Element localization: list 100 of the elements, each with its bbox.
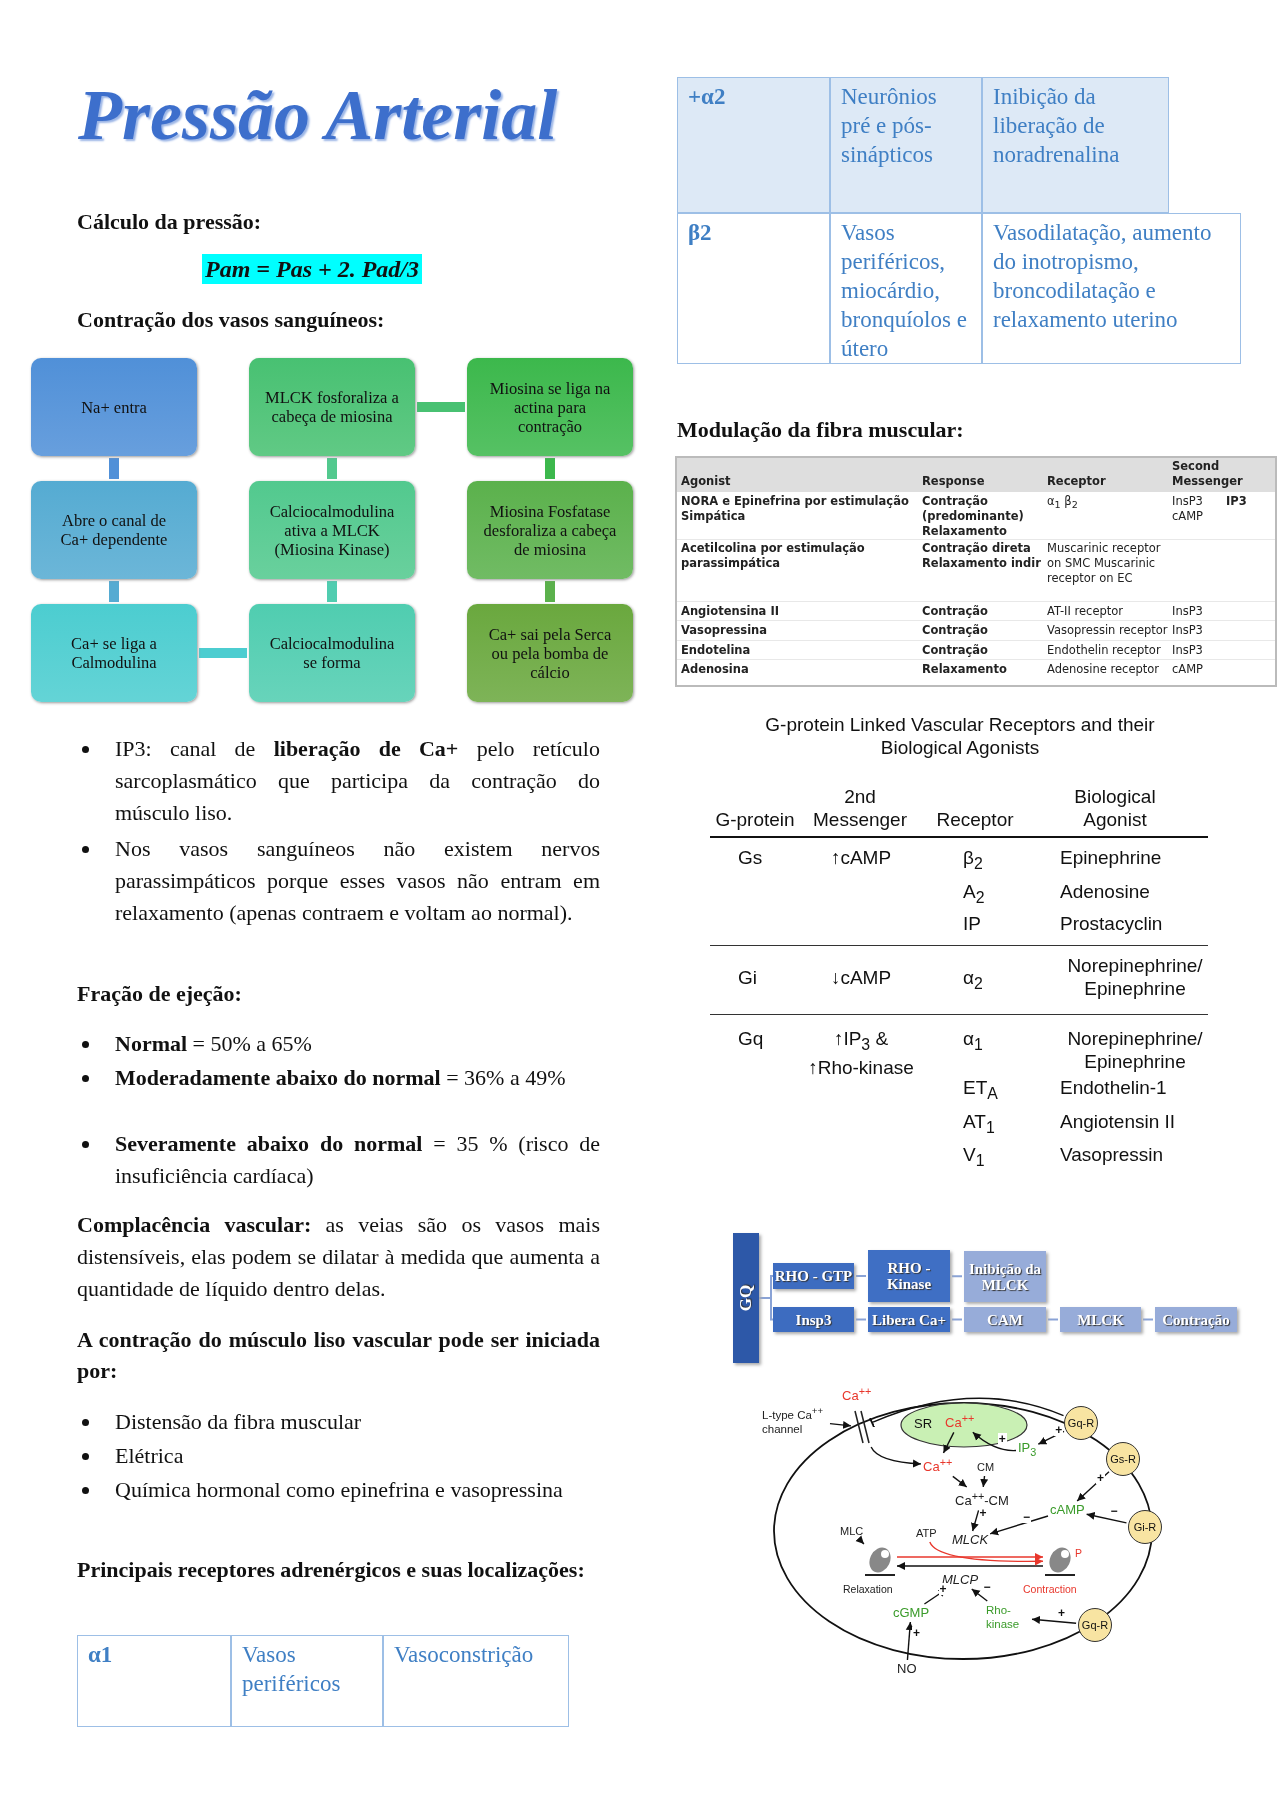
process-box: GQ xyxy=(733,1233,759,1363)
edge-label: + xyxy=(978,1506,988,1519)
table-cell-text: Relaxamento xyxy=(922,662,1008,677)
connector-line xyxy=(1142,1318,1154,1321)
pathway-label: cGMP xyxy=(893,1606,930,1620)
pathway-label: CM xyxy=(977,1460,995,1474)
table-cell-text: Contração xyxy=(922,643,989,658)
bullet-text: Moderadamente abaixo do normal = 36% a 49% xyxy=(115,1064,567,1092)
table-cell-text: NORA e Epinefrina por estimulação Simpática xyxy=(681,494,910,524)
pathway-label: NO xyxy=(897,1662,917,1676)
page-title: Pressão Arterial xyxy=(78,74,559,157)
bullet-text: Normal = 50% a 65% xyxy=(115,1030,313,1058)
arrow xyxy=(905,1621,914,1661)
table-cell-text: α$_{1}$ xyxy=(963,1027,984,1055)
table-cell-text: Endothelin receptor xyxy=(1047,643,1162,658)
arrow xyxy=(952,1475,968,1488)
connector-bar xyxy=(327,458,337,479)
pathway-label: MLC xyxy=(840,1524,864,1538)
section-heading: A contração do músculo liso vascular pode ser iniciada por: xyxy=(77,1326,600,1385)
table-header: Second Messenger xyxy=(1172,459,1244,489)
bullet-text: Elétrica xyxy=(115,1442,185,1470)
table-header: Biological Agonist xyxy=(1073,785,1157,831)
arrow xyxy=(1085,1512,1128,1524)
section-heading: Contração dos vasos sanguíneos: xyxy=(77,306,386,334)
table-cell-text: cAMP xyxy=(1172,662,1205,677)
table-cell-text: Norepinephrine/ Epinephrine xyxy=(1066,954,1204,1000)
connector-bar xyxy=(327,581,337,602)
table-cell: ↑IP$_{3}$ & ↑Rho-kinase xyxy=(808,1027,914,1079)
edge-label: + xyxy=(911,1627,921,1639)
connector-bar xyxy=(199,648,247,658)
table-cell-text: InsP3 xyxy=(1172,623,1204,638)
bullet-text: Nos vasos sanguíneos não existem nervos parassimpáticos porque esses vasos não entram em relaxamento (apenas contraem e voltam ao normal). xyxy=(115,835,600,927)
connector-bar xyxy=(109,458,119,479)
pathway-label: L-type Ca$^{++}$ channel xyxy=(762,1404,828,1436)
table-cell: Vasopressin receptor xyxy=(1047,623,1169,638)
arrow xyxy=(896,1553,1044,1561)
table-cell-text: Acetilcolina por estimulação parassimpática xyxy=(681,541,866,571)
process-box: RHO - GTP xyxy=(773,1263,854,1289)
pathway-label: cAMP xyxy=(1050,1503,1085,1517)
node-label: P xyxy=(1075,1546,1082,1560)
process-box: Ca+ sai pela Serca ou pela bomba de cálcio xyxy=(467,604,633,702)
table-cell: α1 xyxy=(77,1635,231,1727)
table-cell-text: Adenosine xyxy=(1060,880,1151,903)
node-label: Contraction xyxy=(1023,1582,1077,1596)
arrow xyxy=(971,1588,988,1602)
table-cell-text: Muscarinic receptor on SMC Muscarinic receptor on EC xyxy=(1047,541,1162,586)
node-label: Relaxation xyxy=(843,1582,893,1596)
table-cell-text: Adenosine receptor xyxy=(1047,662,1161,677)
table-header: Receptor xyxy=(1047,474,1107,489)
table-cell: Vasodilatação, aumento do inotropismo, broncodilatação e relaxamento uterino xyxy=(982,213,1241,364)
process-box: Miosina se liga na actina para contração xyxy=(467,358,633,456)
process-box: Contração xyxy=(1155,1307,1237,1332)
edge-label: + xyxy=(1096,1472,1106,1485)
connector-line xyxy=(855,1318,867,1321)
process-box: RHO - Kinase xyxy=(868,1250,950,1302)
table-cell-text: Norepinephrine/ Epinephrine xyxy=(1066,1027,1204,1073)
process-box: MLCK fosforaliza a cabeça de miosina xyxy=(249,358,415,456)
table-cell: Vasoconstrição xyxy=(383,1635,569,1727)
table-header: Receptor xyxy=(935,808,1015,831)
table-cell-text: AT$_{1}$ xyxy=(963,1110,996,1138)
process-box: Libera Ca+ xyxy=(868,1307,950,1332)
table-header: 2nd Messenger xyxy=(812,785,908,831)
process-box: Calciocalmodulina ativa a MLCK (Miosina Kinase) xyxy=(249,481,415,579)
table-cell-text: InsP3 cAMP xyxy=(1172,494,1205,524)
table-cell: β2 xyxy=(677,213,830,364)
receptor-circle: Gq-R xyxy=(1064,1406,1098,1440)
table-cell-text: α$_{1}$ β$_{2}$ xyxy=(1047,494,1079,513)
arrow xyxy=(870,1446,922,1468)
section-heading: Fração de ejeção: xyxy=(77,980,243,1008)
table-title: G-protein Linked Vascular Receptors and their Biological Agonists xyxy=(764,713,1156,759)
table-cell-text: V$_{1}$ xyxy=(963,1143,986,1171)
process-box: Calciocalmodulina se forma xyxy=(249,604,415,702)
connector-bar xyxy=(417,402,465,412)
bullet-text: Distensão da fibra muscular xyxy=(115,1408,363,1436)
arrow xyxy=(829,1421,852,1429)
pathway-label: Ca$^{++}$ xyxy=(923,1455,953,1475)
arrow xyxy=(980,1475,989,1488)
connector-bar xyxy=(545,581,555,602)
section-heading: Principais receptores adrenérgicos e suas localizações: xyxy=(77,1556,586,1584)
pathway-label: ATP xyxy=(916,1526,937,1540)
process-box: MLCK xyxy=(1060,1307,1141,1332)
table-header: Response xyxy=(922,474,986,489)
table-cell-text: Gq xyxy=(738,1027,765,1050)
section-heading: Modulação da fibra muscular: xyxy=(677,416,965,444)
table-cell-text: InsP3 xyxy=(1172,604,1204,619)
process-box: Insp3 xyxy=(773,1307,854,1332)
edge-label: + xyxy=(1054,1423,1064,1436)
table-cell-text: ↑cAMP xyxy=(829,846,893,869)
table-header: G-protein xyxy=(714,808,796,831)
table-cell-text: Angiotensin II xyxy=(1060,1110,1177,1133)
connector-line xyxy=(1047,1318,1059,1321)
arrow xyxy=(855,1535,865,1545)
process-box: Na+ entra xyxy=(31,358,197,456)
table-cell-text: A$_{2}$ xyxy=(963,880,986,908)
pathway-label: Rho-kinase xyxy=(986,1603,1030,1631)
bullet-text: Severamente abaixo do normal = 35 % (risco de insuficiência cardíaca) xyxy=(115,1130,600,1190)
table-cell-text: InsP3 xyxy=(1172,643,1204,658)
arrow xyxy=(942,1431,955,1454)
table-cell-text: Adenosina xyxy=(681,662,750,677)
receptor-circle: Gi-R xyxy=(1128,1510,1162,1544)
